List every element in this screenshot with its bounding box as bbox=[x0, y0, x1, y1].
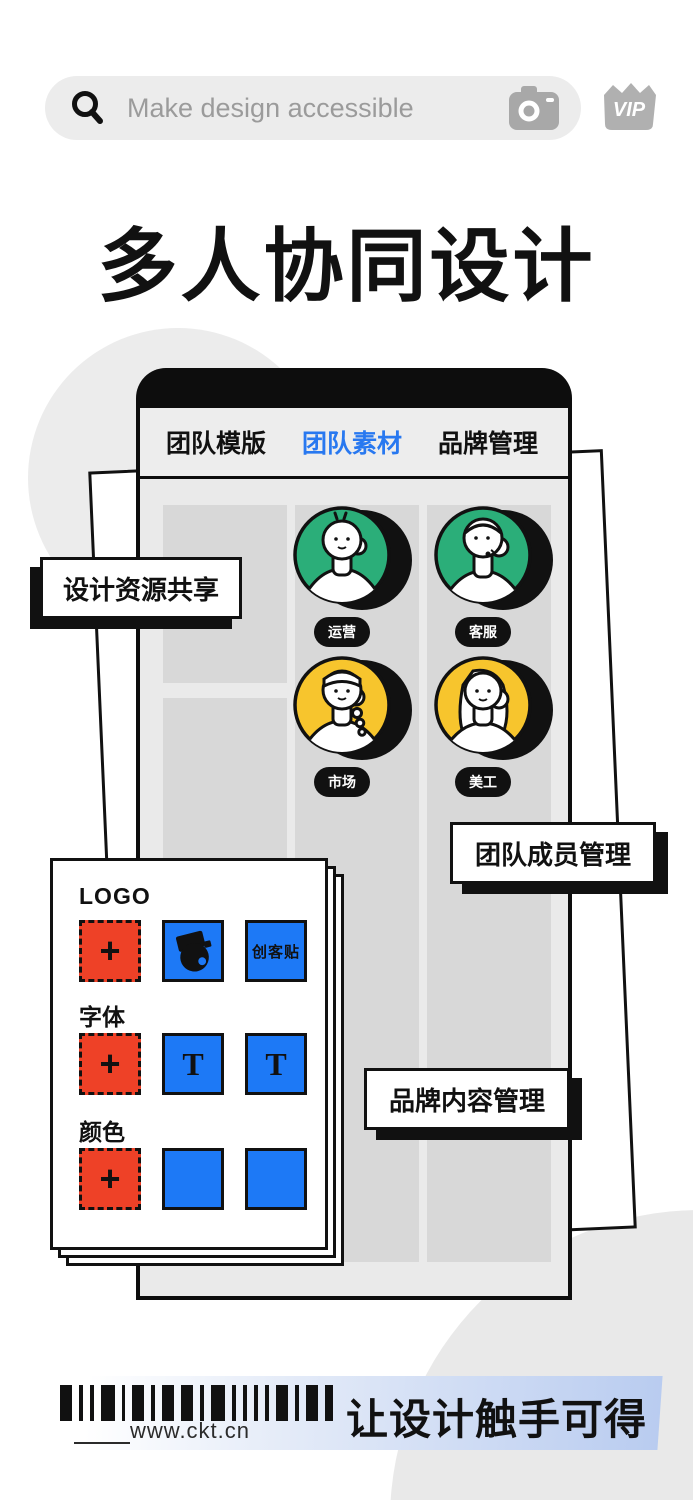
website-url[interactable]: www.ckt.cn bbox=[130, 1418, 251, 1443]
barcode-bar bbox=[243, 1385, 247, 1421]
section-heading-font: 字体 bbox=[79, 1004, 125, 1030]
font-glyph: T bbox=[265, 1045, 287, 1082]
logo-wordmark-tile[interactable]: 创客贴 bbox=[245, 920, 307, 982]
search-input[interactable] bbox=[107, 92, 507, 124]
barcode-bar bbox=[295, 1385, 299, 1421]
team-member-card[interactable]: 客服 bbox=[433, 505, 553, 655]
barcode-bar bbox=[132, 1385, 144, 1421]
barcode-bar bbox=[151, 1385, 155, 1421]
color-swatch-tile[interactable] bbox=[245, 1148, 307, 1210]
search-bar[interactable] bbox=[45, 76, 581, 140]
team-member-card[interactable]: 美工 bbox=[433, 655, 553, 805]
footer-slogan: 让设计触手可得 bbox=[346, 1396, 648, 1443]
callout-brand-content-management: 品牌内容管理 bbox=[364, 1068, 570, 1130]
tab-brand-management[interactable]: 品牌管理 bbox=[437, 430, 538, 458]
section-heading-color: 颜色 bbox=[79, 1119, 125, 1145]
avatar-designer bbox=[434, 656, 532, 754]
color-swatch-tile[interactable] bbox=[162, 1148, 224, 1210]
member-role-badge: 客服 bbox=[455, 617, 511, 647]
logo-mascot-tile[interactable] bbox=[162, 920, 224, 982]
brand-asset-card: LOGO + 创客贴 字体 + T bbox=[50, 858, 328, 1250]
callout-team-member-management: 团队成员管理 bbox=[450, 822, 656, 884]
tab-team-assets[interactable]: 团队素材 bbox=[301, 430, 402, 458]
section-heading-logo: LOGO bbox=[79, 883, 151, 909]
barcode bbox=[60, 1385, 333, 1421]
barcode-bar bbox=[60, 1385, 72, 1421]
barcode-bar bbox=[325, 1385, 333, 1421]
vip-badge-icon[interactable]: VIP bbox=[600, 80, 658, 132]
avatar-marketing bbox=[293, 656, 391, 754]
barcode-bar bbox=[211, 1385, 225, 1421]
add-color-tile[interactable]: + bbox=[79, 1148, 141, 1210]
barcode-bar bbox=[181, 1385, 193, 1421]
barcode-bar bbox=[90, 1385, 94, 1421]
font-glyph: T bbox=[182, 1045, 204, 1082]
mascot-icon bbox=[175, 930, 212, 972]
font-tile[interactable]: T bbox=[162, 1033, 224, 1095]
grid-cell bbox=[163, 698, 287, 876]
barcode-bar bbox=[232, 1385, 236, 1421]
barcode-bar bbox=[265, 1385, 269, 1421]
add-logo-tile[interactable]: + bbox=[79, 920, 141, 982]
phone-tab-bar: 团队模版 团队素材 品牌管理 bbox=[140, 408, 568, 479]
callout-design-resource-sharing: 设计资源共享 bbox=[40, 557, 242, 619]
font-tile-row: + T T bbox=[79, 1033, 307, 1095]
font-tile[interactable]: T bbox=[245, 1033, 307, 1095]
barcode-bar bbox=[101, 1385, 115, 1421]
add-font-tile[interactable]: + bbox=[79, 1033, 141, 1095]
barcode-bar bbox=[122, 1385, 125, 1421]
url-underline bbox=[74, 1424, 130, 1444]
wordmark-label: 创客贴 bbox=[251, 943, 300, 961]
magnifier-icon bbox=[72, 91, 103, 124]
barcode-bar bbox=[276, 1385, 288, 1421]
color-tile-row: + bbox=[79, 1148, 307, 1210]
page-title: 多人协同设计 bbox=[97, 222, 596, 311]
avatar-operations bbox=[293, 506, 391, 604]
team-member-card[interactable]: 市场 bbox=[292, 655, 412, 805]
tab-team-templates[interactable]: 团队模版 bbox=[166, 430, 267, 458]
barcode-bar bbox=[79, 1385, 83, 1421]
barcode-bar bbox=[306, 1385, 318, 1421]
member-role-badge: 市场 bbox=[314, 767, 370, 797]
logo-tile-row: + 创客贴 bbox=[79, 920, 307, 982]
member-role-badge: 美工 bbox=[455, 767, 511, 797]
vip-label: VIP bbox=[613, 99, 646, 121]
barcode-bar bbox=[200, 1385, 204, 1421]
camera-icon[interactable] bbox=[507, 85, 561, 131]
barcode-bar bbox=[162, 1385, 174, 1421]
member-role-badge: 运营 bbox=[314, 617, 370, 647]
website-url-row: www.ckt.cn bbox=[74, 1418, 250, 1444]
team-member-card[interactable]: 运营 bbox=[292, 505, 412, 655]
avatar-support bbox=[434, 506, 532, 604]
barcode-bar bbox=[254, 1385, 258, 1421]
